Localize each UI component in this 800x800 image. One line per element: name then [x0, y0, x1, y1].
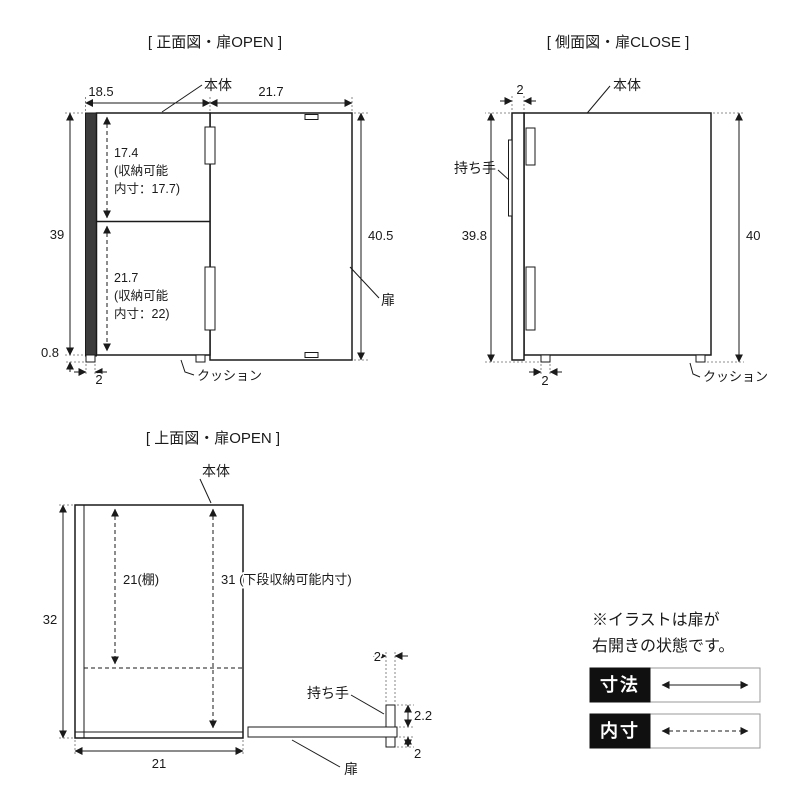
legend-dimension-label: 寸法 — [600, 674, 640, 695]
side-handle — [508, 139, 513, 217]
top-door-panel — [247, 726, 398, 738]
front-body-label: 本体 — [204, 77, 232, 93]
side-view: [ 側面図・扉CLOSE ] 2 本体 持ち手 39.8 40 — [452, 34, 768, 390]
top-lower-inner-value: 31 (下段収納可能内寸) — [221, 572, 352, 587]
side-hinge-bottom — [525, 266, 536, 331]
side-height-left-value: 39.8 — [462, 228, 487, 243]
top-handle-label: 持ち手 — [307, 685, 349, 701]
top-door-label: 扉 — [344, 761, 358, 777]
legend-note-line1: ※イラストは扉が — [592, 611, 720, 629]
front-hinge-top — [204, 126, 216, 165]
front-view-title: [ 正面図・扉OPEN ] — [148, 34, 282, 51]
side-door-thickness-value: 2 — [516, 82, 523, 97]
side-cushion-label: クッション — [703, 369, 768, 384]
front-door-panel — [209, 112, 353, 361]
front-upper-inner-note-1: (収納可能 — [114, 164, 169, 178]
top-body-outline — [74, 504, 244, 739]
top-handle-leader-line — [350, 694, 385, 715]
front-upper-inner-note-2: 内寸：17.7) — [114, 182, 180, 196]
legend-inner-label: 内寸 — [600, 720, 640, 741]
side-leg-left — [540, 354, 551, 363]
front-lower-inner-note-2: 内寸：22) — [114, 307, 170, 321]
front-body-width-value: 18.5 — [88, 84, 113, 99]
side-hinge-top — [525, 127, 536, 166]
top-handle-width-value: 2 — [374, 649, 381, 664]
top-body-leader-line — [199, 478, 212, 504]
side-handle-leader-line — [497, 169, 510, 181]
top-width-value: 21 — [152, 756, 166, 771]
side-height-right-value: 40 — [746, 228, 760, 243]
front-upper-inner-value: 17.4 — [114, 146, 138, 160]
side-view-title: [ 側面図・扉CLOSE ] — [547, 34, 690, 51]
top-view: [ 上面図・扉OPEN ] 本体 21(棚) 31 (下段収納可能内寸) 32 … — [41, 430, 434, 777]
side-handle-label: 持ち手 — [454, 160, 496, 176]
side-door-panel — [511, 112, 525, 361]
front-door-cushion-top — [304, 114, 319, 120]
front-cushion-leader-line — [180, 359, 195, 376]
front-body-outline — [95, 112, 211, 356]
top-view-title: [ 上面図・扉OPEN ] — [146, 430, 280, 447]
front-leg-left — [85, 354, 96, 363]
top-handle-lower — [385, 736, 396, 748]
top-shelf-depth-value: 21(棚) — [123, 572, 159, 587]
side-body-outline — [523, 112, 712, 356]
front-door-label: 扉 — [381, 292, 395, 308]
side-leg-width-value: 2 — [541, 373, 548, 388]
front-lower-inner-note-1: (収納可能 — [114, 289, 169, 303]
front-side-panel — [85, 112, 97, 357]
legend: ※イラストは扉が 右開きの状態です。 寸法 内寸 — [589, 611, 761, 749]
top-body-label: 本体 — [202, 463, 230, 479]
front-cushion-label: クッション — [197, 368, 262, 383]
front-leg-height-value: 0.8 — [41, 345, 59, 360]
top-handle-upper — [385, 704, 396, 728]
top-door-leader-line — [291, 739, 341, 768]
front-door-width-value: 21.7 — [258, 84, 283, 99]
front-body-height-value: 39 — [50, 227, 64, 242]
legend-note-line2: 右開きの状態です。 — [592, 637, 734, 655]
top-handle-offset-value: 2 — [414, 746, 421, 761]
side-cushion-leader-line — [689, 362, 701, 378]
front-door-leader-line — [349, 266, 380, 299]
front-lower-inner-value: 21.7 — [114, 271, 138, 285]
front-door-height-value: 40.5 — [368, 228, 393, 243]
front-body-leader-line — [161, 84, 203, 113]
legend-inner-badge — [589, 713, 651, 749]
front-leg-right — [195, 354, 206, 363]
front-view: [ 正面図・扉OPEN ] 本体 18.5 21.7 39 0.8 — [39, 34, 395, 389]
top-door-thickness-value: 2.2 — [414, 708, 432, 723]
side-body-label: 本体 — [613, 77, 641, 93]
front-hinge-bottom — [204, 266, 216, 331]
side-leg-right — [695, 354, 706, 363]
legend-dimension-badge — [589, 667, 651, 703]
top-depth-value: 32 — [43, 612, 57, 627]
front-door-cushion-bottom — [304, 352, 319, 358]
front-leg-width-value: 2 — [95, 372, 102, 387]
